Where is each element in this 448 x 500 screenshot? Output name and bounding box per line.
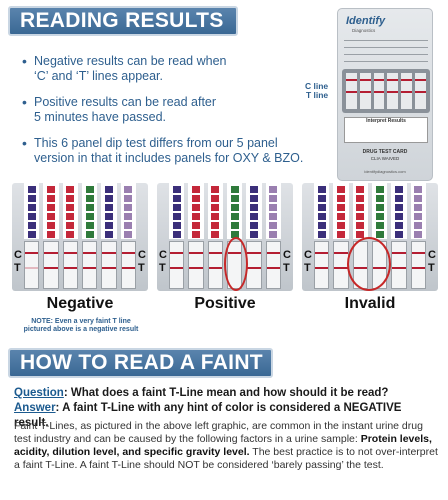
bullet-icon: •: [22, 53, 27, 69]
question-line: Question: What does a faint T-Line mean …: [14, 387, 389, 399]
reading-results-banner: READING RESULTS: [8, 6, 238, 36]
list-item: •Negative results can be read when ‘C’ a…: [22, 53, 227, 83]
bullet-icon: •: [22, 94, 27, 110]
device-site: identifydiagnostics.com: [364, 169, 406, 174]
c-line-label: C line: [305, 81, 329, 91]
invalid-label: Invalid: [344, 295, 396, 312]
strip-tops: [314, 183, 426, 239]
drug-test-card-image: Identify Diagnostics Interpret Results D…: [337, 8, 433, 181]
card-sub-label: CLIA WAIVED: [370, 156, 400, 161]
device-form-lines: [344, 35, 428, 65]
explanation-paragraph: Faint T-Lines, as pictured in the above …: [14, 420, 438, 471]
list-item: •Positive results can be read after 5 mi…: [22, 94, 217, 124]
device-result-window: [342, 69, 430, 113]
strip-tops: [169, 183, 281, 239]
brand-logo-sub: Diagnostics: [352, 28, 376, 33]
interpret-results-box: Interpret Results: [344, 117, 428, 143]
negative-label: Negative: [46, 295, 114, 312]
device-line-labels: C line T line: [305, 82, 328, 100]
positive-label: Positive: [194, 295, 256, 312]
results-bullet-list: •Negative results can be read when ‘C’ a…: [22, 54, 312, 177]
highlight-ring: [224, 237, 248, 291]
card-label: DRUG TEST CARD: [362, 149, 408, 155]
faint-line-note: NOTE: Even a very faint T line pictured …: [23, 318, 139, 333]
strip-tops: [24, 183, 136, 239]
strip-windows: [24, 241, 136, 289]
t-line-label: T line: [305, 90, 329, 100]
question-answer: Question: What does a faint T-Line mean …: [14, 386, 439, 431]
brand-logo: Identify: [346, 15, 386, 27]
bullet-icon: •: [22, 135, 27, 151]
answer-line: Answer: A faint T-Line with any hint of …: [14, 402, 402, 429]
faint-t-line-banner: HOW TO READ A FAINT T-LINE: [8, 348, 273, 400]
list-item: •This 6 panel dip test differs from our …: [22, 135, 304, 165]
highlight-ring: [347, 237, 391, 291]
